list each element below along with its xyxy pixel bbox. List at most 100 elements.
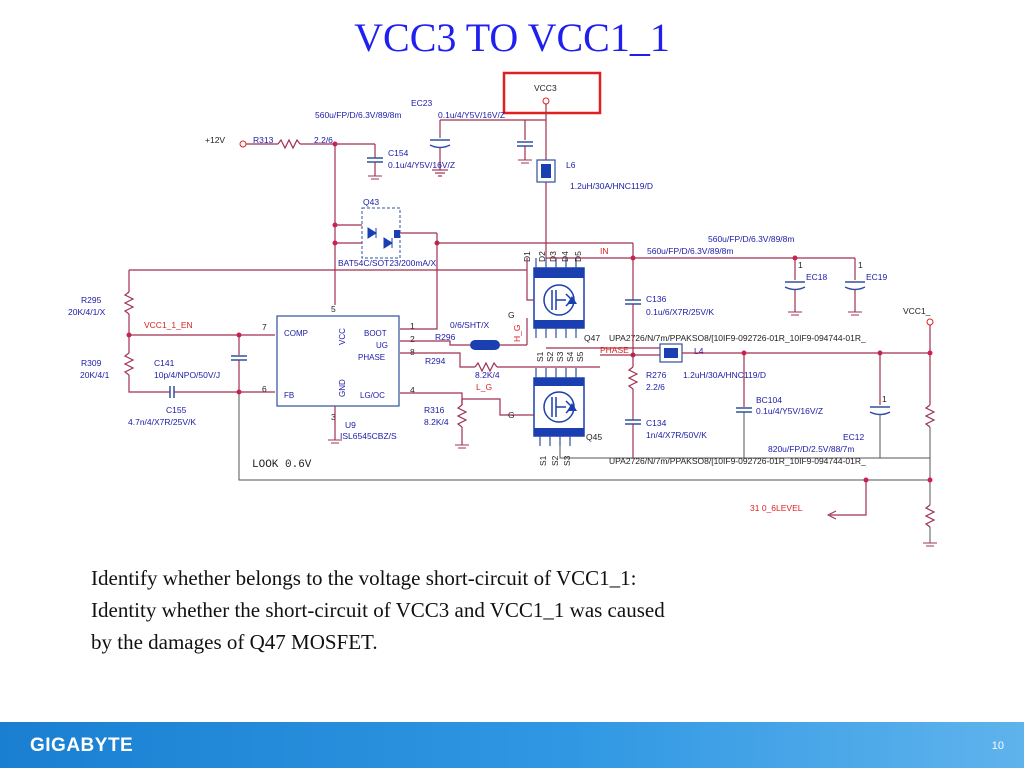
- q47-pin-s2: S2: [545, 351, 555, 362]
- c154-ref: C154: [388, 148, 409, 158]
- vcc1-1-terminal-icon: [926, 318, 934, 326]
- r276-ref: R276: [646, 370, 667, 380]
- description-line-1: Identify whether belongs to the voltage …: [91, 566, 637, 590]
- slide-description: Identify whether belongs to the voltage …: [91, 562, 911, 658]
- ec19-polarity: 1: [858, 260, 863, 270]
- feedback-resistor-top-icon: [924, 404, 936, 428]
- r295-resistor-icon: [123, 291, 135, 315]
- net-vcc1-1-en-label: VCC1_1_EN: [144, 320, 193, 330]
- ec23-value: 560u/FP/D/6.3V/89/8m: [315, 110, 401, 120]
- bulk-cap-value-2: 560u/FP/D/6.3V/89/8m: [647, 246, 733, 256]
- u9-pin-num-1: 1: [410, 321, 415, 331]
- ec19-ref: EC19: [866, 272, 888, 282]
- u9-pin-vcc: VCC: [338, 328, 347, 345]
- c136-capacitor-icon: [625, 299, 641, 305]
- footer-bar: GIGABYTE 10: [0, 722, 1024, 768]
- net-vcc3-label: VCC3: [534, 83, 557, 93]
- net-vcc1-1-label: VCC1_: [903, 306, 931, 316]
- u9-ic-icon: [276, 315, 400, 407]
- c136-ref: C136: [646, 294, 667, 304]
- q45-pin-s2: S2: [550, 455, 560, 466]
- q47-pin-d1: D1: [522, 251, 532, 262]
- q47-pin-s3: S3: [555, 351, 565, 362]
- l6-value: 1.2uH/30A/HNC119/D: [570, 181, 653, 191]
- description-line-2: Identity whether the short-circuit of VC…: [91, 598, 665, 622]
- bulk-cap-value-1: 560u/FP/D/6.3V/89/8m: [708, 234, 794, 244]
- ec12-capacitor-icon: [869, 406, 891, 416]
- gigabyte-logo: GIGABYTE: [30, 735, 134, 756]
- l4-value: 1.2uH/30A/HNC119/D: [683, 370, 766, 380]
- ec23-cap-value: 0.1u/4/Y5V/16V/Z: [438, 110, 505, 120]
- c155-capacitor-icon: [169, 386, 175, 398]
- net-plus12v-label: +12V: [205, 135, 225, 145]
- c136-value: 0.1u/6/X7R/25V/K: [646, 307, 714, 317]
- ec18-capacitor-icon: [784, 258, 806, 316]
- ec12-polarity: 1: [882, 394, 887, 404]
- r294-ref: R294: [425, 356, 446, 366]
- net-g-top-label: G: [508, 310, 515, 320]
- r316-value: 8.2K/4: [424, 417, 449, 427]
- u9-pin-num-4: 4: [410, 385, 415, 395]
- r316-ref: R316: [424, 405, 445, 415]
- r313-value: 2.2/6: [314, 135, 333, 145]
- u9-pin-comp: COMP: [284, 329, 308, 338]
- ec18-polarity: 1: [798, 260, 803, 270]
- u9-ref: U9: [345, 420, 356, 430]
- r313-resistor-icon: [277, 138, 301, 150]
- r294-resistor-icon: [474, 361, 498, 373]
- c134-capacitor-icon: [625, 419, 641, 425]
- q47-pin-s4: S4: [565, 351, 575, 362]
- r309-value: 20K/4/1: [80, 370, 110, 380]
- net-hg-label: H_G: [512, 325, 522, 342]
- q47-pin-d2: D2: [537, 251, 547, 262]
- ec18-ref: EC18: [806, 272, 828, 282]
- q45-pin-s1: S1: [538, 455, 548, 466]
- u9-pin-gnd: GND: [338, 379, 347, 397]
- u9-pin-phase: PHASE: [358, 353, 385, 362]
- u9-pin-num-8: 8: [410, 347, 415, 357]
- bc104-ref: BC104: [756, 395, 782, 405]
- vcc3-terminal-icon: [542, 97, 550, 105]
- net-phase-label: PHASE: [600, 345, 629, 355]
- q47-value: UPA2726/N/7m/PPAKSO8/[10IF9-092726-01R_1…: [609, 333, 866, 343]
- q43-ref: Q43: [363, 197, 379, 207]
- feedback-resistor-bottom-icon: [924, 504, 936, 528]
- c134-ref: C134: [646, 418, 667, 428]
- q47-ref: Q47: [584, 333, 600, 343]
- u9-pin-boot: BOOT: [364, 329, 387, 338]
- r296-resistor-icon: [470, 340, 500, 350]
- c141-capacitor-icon: [231, 355, 247, 361]
- look-note: LOOK 0.6V: [252, 459, 312, 471]
- net-g-bot-label: G: [508, 410, 515, 420]
- u9-value: ISL6545CBZ/S: [340, 431, 397, 441]
- l6-ref: L6: [566, 160, 576, 170]
- q47-pin-d3: D3: [548, 251, 558, 262]
- ec23-ref: EC23: [411, 98, 433, 108]
- circuit-schematic: VCC3 EC23 560u/FP/D/6.3V/89/8m 0.1u/4/Y5…: [68, 71, 937, 547]
- c134-value: 1n/4/X7R/50V/K: [646, 430, 707, 440]
- net-lg-label: L_G: [476, 382, 492, 392]
- u9-pin-num-6: 6: [262, 384, 267, 394]
- u9-pin-fb: FB: [284, 391, 294, 400]
- u9-pin-lgoc: LG/OC: [360, 391, 385, 400]
- r313-ref: R313: [253, 135, 274, 145]
- net-level-label: 31 0_6LEVEL: [750, 503, 803, 513]
- l4-ref: L4: [694, 346, 704, 356]
- r295-ref: R295: [81, 295, 102, 305]
- c154-capacitor-icon: [367, 144, 383, 180]
- q45-ref: Q45: [586, 432, 602, 442]
- slide-title: VCC3 TO VCC1_1: [354, 15, 670, 60]
- r309-resistor-icon: [123, 352, 135, 376]
- q45-value: UPA2726/N/7m/PPAKSO8/[10IF9-092726-01R_1…: [609, 456, 866, 466]
- q45-mosfet-icon: [533, 377, 585, 437]
- vcc3-highlight-box: [502, 71, 602, 115]
- r294-value: 8.2K/4: [475, 370, 500, 380]
- q47-mosfet-icon: [533, 267, 585, 329]
- r296-value: 0/6/SHT/X: [450, 320, 490, 330]
- q47-pin-d4: D4: [560, 251, 570, 262]
- c154-value: 0.1u/4/Y5V/16V/Z: [388, 160, 455, 170]
- u9-pin-ug: UG: [376, 341, 388, 350]
- ec12-ref: EC12: [843, 432, 865, 442]
- q47-pin-s1: S1: [535, 351, 545, 362]
- r276-resistor-icon: [627, 366, 639, 390]
